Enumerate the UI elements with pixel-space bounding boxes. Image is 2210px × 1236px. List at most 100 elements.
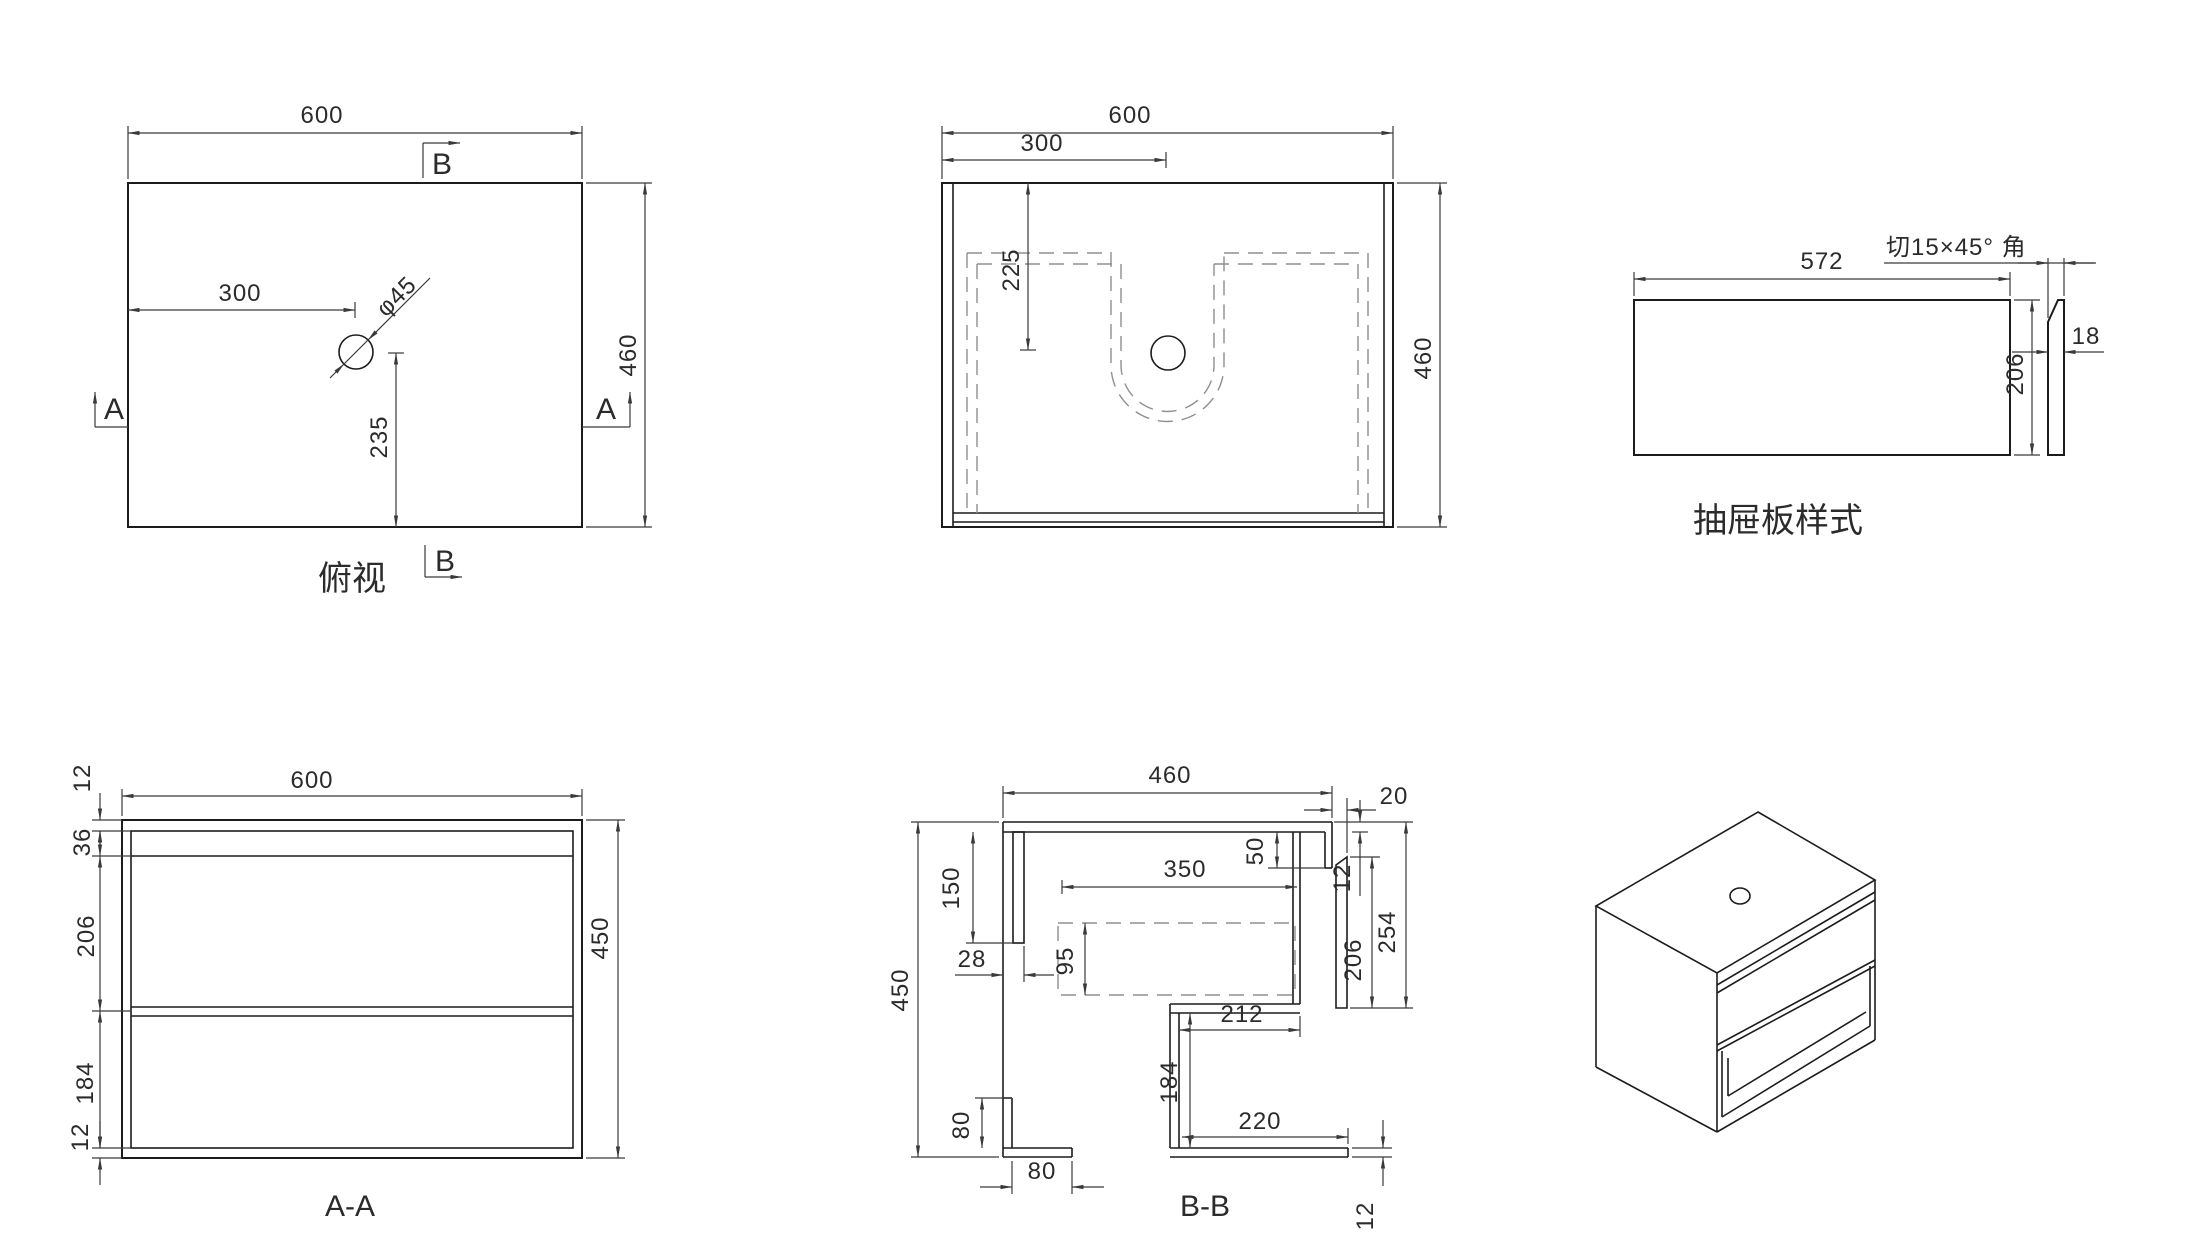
- bb-hanging-rail: [1012, 831, 1025, 944]
- dim-label-front-height: 460: [1410, 336, 1437, 379]
- dim-bb-bracket-depth: [980, 1161, 1104, 1194]
- chamfer-note-leader: [1884, 258, 2096, 318]
- dim-top-width: [127, 126, 583, 179]
- drawer-panel-label: 抽屉板样式: [1693, 502, 1863, 540]
- dim-label-front-center: 300: [1020, 130, 1063, 157]
- dim-label-bb-back-gap: 28: [958, 946, 987, 973]
- drawer-panel-edge-profile: [2047, 299, 2065, 456]
- section-marker-a-left: [92, 391, 128, 428]
- dim-cutout-depth: [1020, 182, 1036, 351]
- dim-bb-depth: [1002, 786, 1333, 818]
- top-view-label: 俯视: [318, 560, 386, 598]
- section-letter-a-left: A: [104, 393, 124, 426]
- dim-label-aa-top-thickness: 12: [69, 764, 96, 793]
- dim-label-bb-drawer-depth: 350: [1163, 856, 1206, 883]
- section-marker-b-top: [422, 140, 461, 178]
- dim-label-top-width: 600: [300, 102, 343, 129]
- dim-label-bb-drawer-box-height: 95: [1052, 947, 1079, 976]
- dim-bb-front-total: [1368, 821, 1413, 1009]
- dim-label-front-width: 600: [1108, 102, 1151, 129]
- dim-bb-rail-drop: [966, 831, 1013, 944]
- cabinet-front-outline: [941, 182, 1394, 528]
- dim-label-bb-shelf-depth: 212: [1220, 1001, 1263, 1028]
- aa-outer: [121, 819, 583, 1159]
- dim-label-bb-rail-drop: 150: [938, 866, 965, 909]
- dim-bb-bottom-thickness: [1352, 1120, 1392, 1186]
- hidden-carcass-lines: [966, 252, 1369, 513]
- dim-label-cutout-depth: 225: [998, 248, 1025, 291]
- dim-label-top-height: 460: [615, 333, 642, 376]
- dim-label-bb-bracket-height: 80: [948, 1111, 975, 1140]
- dim-label-hole-y: 235: [366, 415, 393, 458]
- sink-cutout-outer: [1110, 252, 1225, 423]
- section-letter-a-right: A: [596, 393, 616, 426]
- dim-bb-front-height: [1350, 856, 1380, 1009]
- drain-hole: [1150, 335, 1186, 371]
- dim-drawer-height: [2014, 299, 2040, 456]
- faucet-hole: [338, 334, 374, 370]
- dim-bb-front-gap: [1304, 798, 1376, 853]
- dim-front-center: [941, 152, 1167, 168]
- aa-inner: [130, 830, 574, 1149]
- dim-hole-x: [127, 302, 356, 318]
- front-view: 600 300 225 460: [941, 102, 1447, 528]
- iso-top-face: [1594, 811, 1877, 974]
- dim-bb-bottom-depth: [1181, 1128, 1349, 1144]
- dim-bb-bracket-height: [975, 1097, 1012, 1149]
- dim-label-bb-lip: 50: [1242, 837, 1269, 866]
- dim-label-drawer-width: 572: [1800, 248, 1843, 275]
- dim-hole-y: [388, 352, 404, 528]
- dim-label-bb-bottom-depth: 220: [1238, 1108, 1281, 1135]
- dim-hole-diameter: [329, 277, 431, 379]
- dim-label-aa-width: 600: [290, 767, 333, 794]
- section-aa-view: 600 450 12 36 206: [67, 764, 625, 1223]
- dim-bb-height: [911, 821, 999, 1158]
- dim-label-aa-rail: 36: [69, 828, 96, 857]
- dim-bb-back-gap: [955, 946, 1054, 982]
- dim-label-aa-shelf: 184: [72, 1061, 99, 1104]
- drawer-panel-face: [1633, 299, 2011, 456]
- section-bb-label: B-B: [1180, 1190, 1230, 1223]
- dim-label-aa-bottom-thickness: 12: [67, 1123, 94, 1152]
- dim-aa-chain-ext: [92, 819, 131, 1159]
- section-letter-b-bottom: B: [435, 545, 455, 578]
- section-marker-a-right: [582, 391, 633, 428]
- dim-bb-lip: [1268, 831, 1325, 869]
- section-marker-b-bottom: [424, 545, 463, 580]
- dim-label-bb-bracket-depth: 80: [1028, 1158, 1057, 1185]
- dim-label-hole-x: 300: [218, 280, 261, 307]
- dim-label-bb-bottom-thickness: 12: [1352, 1202, 1379, 1231]
- sink-cutout-inner: [1120, 264, 1215, 413]
- dim-label-bb-front-total: 254: [1374, 910, 1401, 953]
- dim-label-bb-front-gap: 20: [1380, 783, 1409, 810]
- dim-bb-shelf-depth: [1178, 1016, 1301, 1037]
- chamfer-note: 切15×45° 角: [1886, 234, 2027, 261]
- dim-top-height: [586, 182, 652, 528]
- dim-front-height: [1397, 182, 1447, 528]
- dim-drawer-width: [1633, 272, 2011, 296]
- section-bb-view: 450 460 20 50 12: [887, 762, 1413, 1230]
- bb-drawer-front-profile: [1335, 855, 1348, 1009]
- dim-aa-height: [586, 819, 625, 1159]
- drawer-panel-view: 572 206 18 切15×45° 角 抽屉板样式: [1633, 234, 2104, 540]
- dim-label-aa-drawer: 206: [73, 914, 100, 957]
- dim-label-bb-panel-thickness: 12: [1329, 864, 1356, 893]
- dim-label-bb-depth: 460: [1148, 762, 1191, 789]
- bb-drawer-box-hidden: [1057, 922, 1296, 996]
- iso-faucet-hole: [1729, 887, 1751, 905]
- section-letter-b-top: B: [432, 148, 452, 181]
- dim-bb-panel-thickness: [1334, 800, 1368, 896]
- dim-bb-drawer-depth: [1061, 880, 1298, 894]
- iso-drawer-bottom-edge: [1716, 959, 1876, 1046]
- isometric-view: [1594, 811, 1877, 1133]
- dim-label-drawer-thickness: 18: [2072, 323, 2101, 350]
- countertop-outline: [127, 182, 583, 528]
- bb-geometry: [1002, 821, 1349, 1158]
- dim-label-bb-height: 450: [887, 968, 914, 1011]
- dim-aa-width: [121, 789, 583, 816]
- top-view: φ45 600 460 300 235 B: [92, 102, 652, 598]
- dim-label-drawer-height: 206: [2002, 352, 2029, 395]
- dim-label-bb-shelf-drop: 184: [1156, 1060, 1183, 1103]
